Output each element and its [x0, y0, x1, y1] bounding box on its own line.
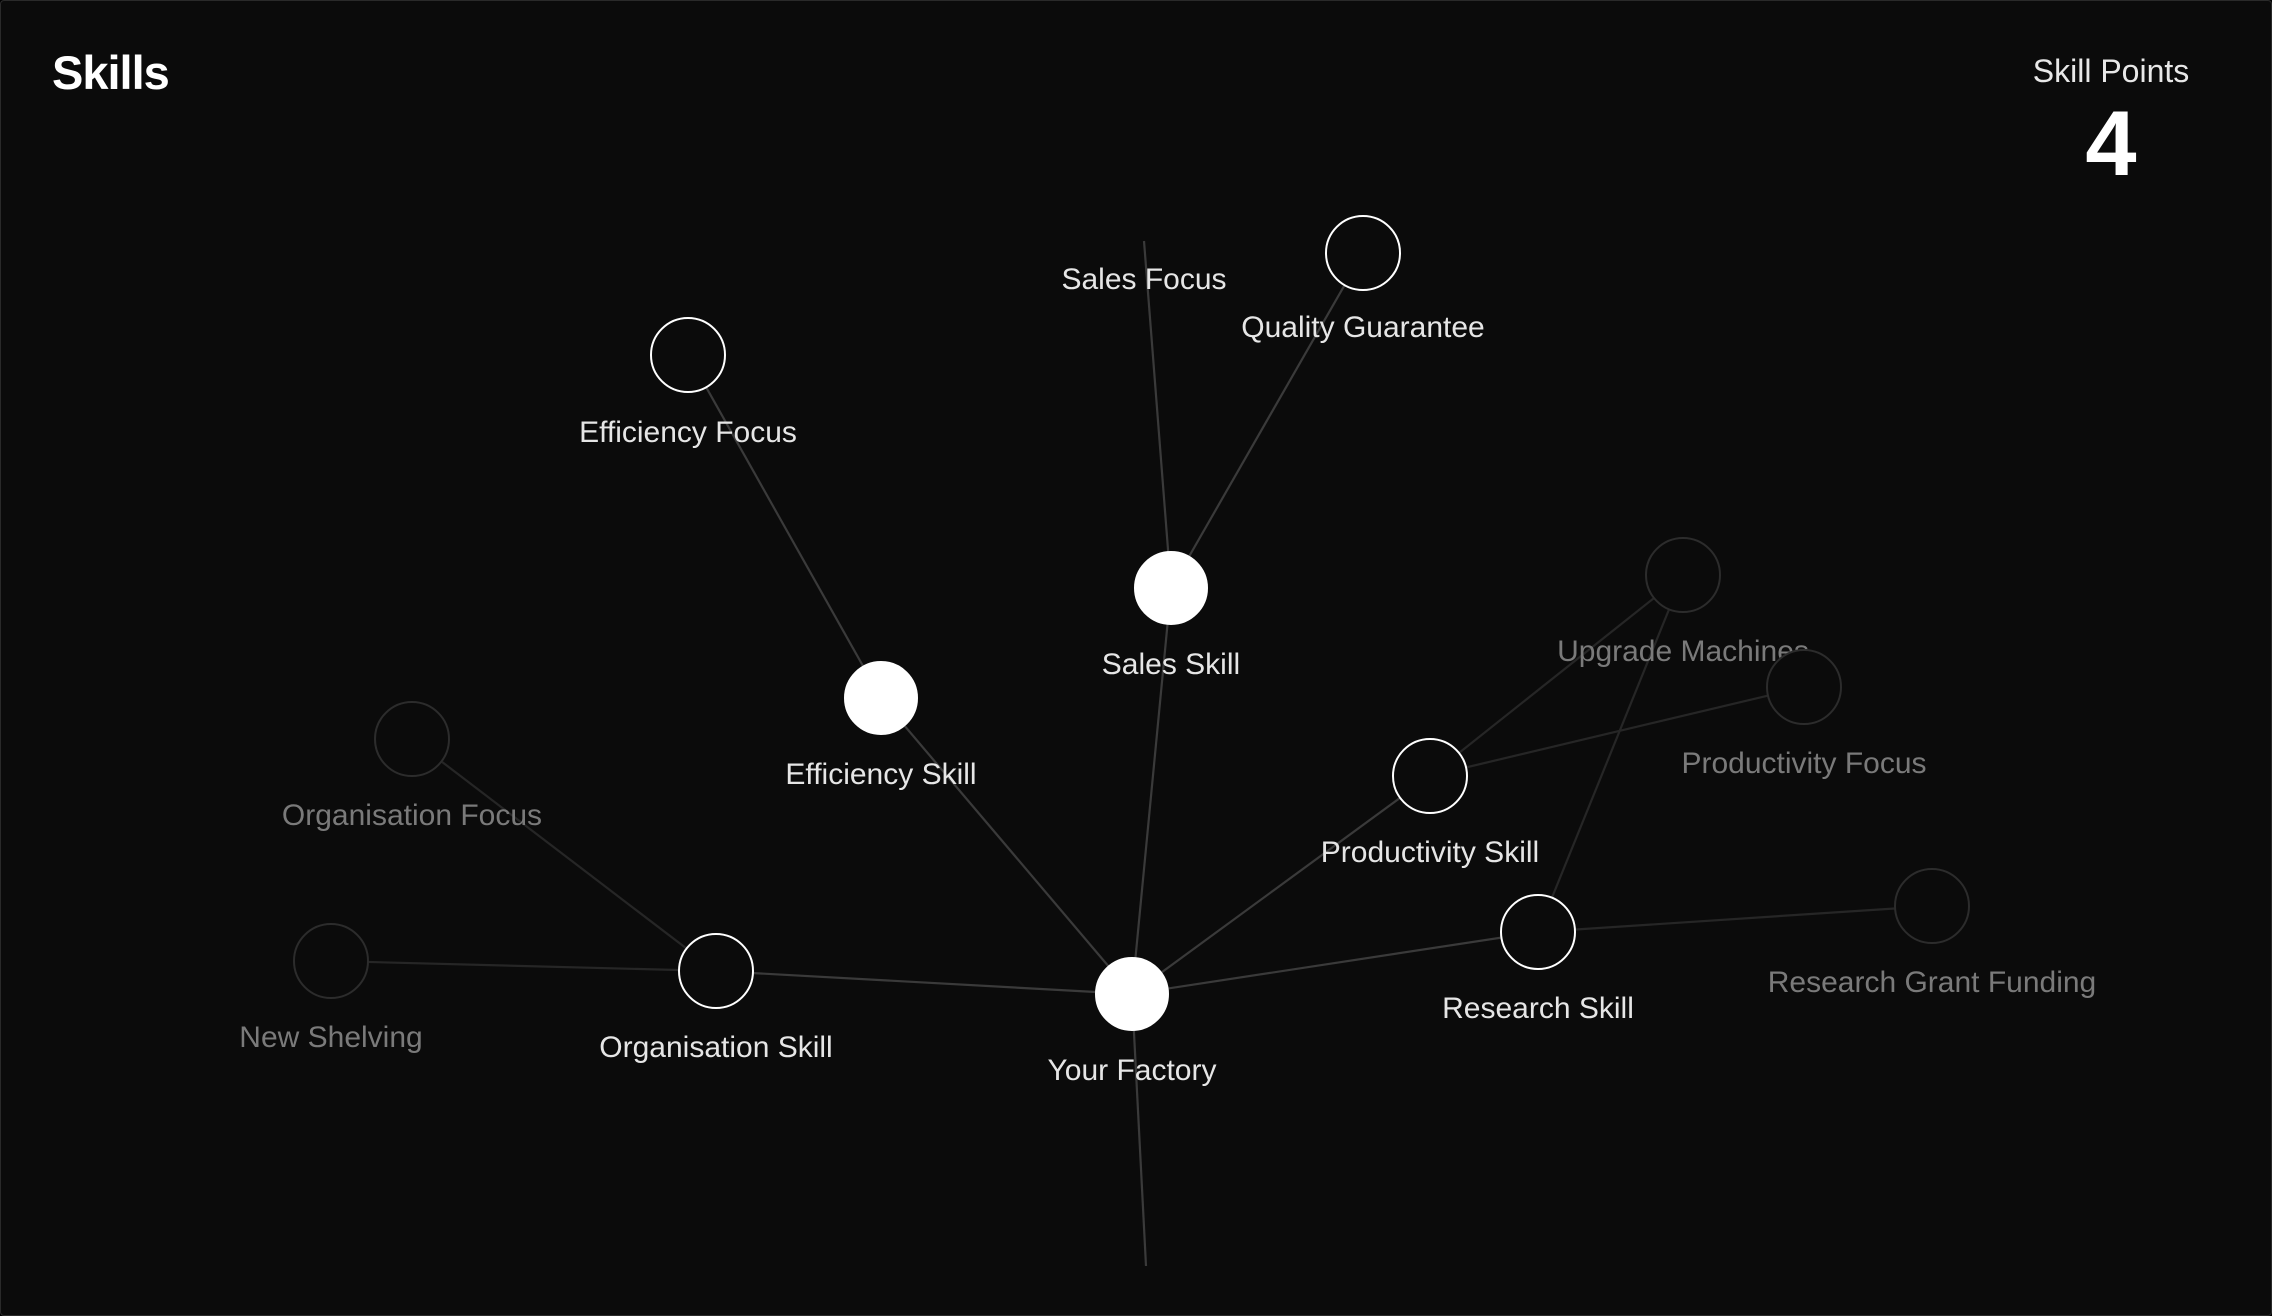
connection-research-skill-to-research-grant-funding: [1537, 904, 1933, 934]
skill-node-label: Sales Focus: [1061, 263, 1226, 296]
connection-your-factory-to-sales-skill: [1130, 587, 1173, 995]
skill-node-label: Research Grant Funding: [1768, 966, 2097, 999]
skill-node-sales-skill[interactable]: Sales Skill: [1102, 551, 1240, 681]
connection-your-factory-to-efficiency-skill: [880, 697, 1133, 995]
skill-points-label: Skill Points: [2032, 53, 2190, 89]
skill-node-circle[interactable]: [374, 701, 450, 777]
skill-node-label: Organisation Focus: [282, 799, 542, 832]
connection-your-factory-to-organisation-skill: [715, 969, 1133, 996]
skill-node-circle[interactable]: [1500, 894, 1576, 970]
skill-node-label: Efficiency Focus: [579, 416, 797, 449]
skill-node-efficiency-focus[interactable]: Efficiency Focus: [579, 317, 797, 449]
skill-node-upgrade-machines[interactable]: Upgrade Machines: [1557, 537, 1809, 668]
skill-node-circle[interactable]: [650, 317, 726, 393]
skill-node-label: Productivity Focus: [1681, 747, 1926, 780]
skill-node-sales-focus[interactable]: Sales Focus: [1061, 144, 1226, 296]
skill-points-panel: Skill Points 4: [2001, 53, 2221, 190]
skill-node-label: New Shelving: [239, 1021, 422, 1054]
skill-node-research-skill[interactable]: Research Skill: [1442, 894, 1634, 1025]
connection-productivity-skill-to-productivity-focus: [1429, 685, 1805, 778]
connection-efficiency-skill-to-efficiency-focus: [687, 354, 882, 699]
connection-organisation-skill-to-new-shelving: [330, 959, 717, 973]
connection-your-factory-to-research-skill: [1131, 930, 1539, 996]
skill-node-circle[interactable]: [1325, 215, 1401, 291]
skill-node-your-factory[interactable]: Your Factory: [1048, 957, 1217, 1087]
skill-node-new-shelving[interactable]: New Shelving: [239, 923, 423, 1054]
connection-sales-skill-to-sales-focus: [1142, 240, 1173, 589]
skill-node-organisation-skill[interactable]: Organisation Skill: [599, 933, 833, 1064]
skill-node-productivity-focus[interactable]: Productivity Focus: [1681, 649, 1927, 780]
skill-node-label: Efficiency Skill: [785, 758, 976, 791]
skill-node-label: Sales Skill: [1102, 648, 1240, 681]
connection-research-skill-to-upgrade-machines: [1536, 574, 1685, 933]
skill-node-circle[interactable]: [1894, 868, 1970, 944]
skill-node-efficiency-skill[interactable]: Efficiency Skill: [785, 661, 977, 791]
skill-node-circle[interactable]: [1095, 957, 1169, 1031]
skill-node-circle[interactable]: [1392, 738, 1468, 814]
skill-node-label: Organisation Skill: [599, 1031, 832, 1064]
skill-node-label: Quality Guarantee: [1241, 311, 1484, 344]
connection-sales-skill-to-quality-guarantee: [1170, 252, 1364, 589]
skill-node-productivity-skill[interactable]: Productivity Skill: [1321, 738, 1539, 869]
skill-node-circle[interactable]: [293, 923, 369, 999]
skill-tree-connections: [330, 240, 1933, 1267]
page-title: Skills: [52, 46, 170, 99]
skill-node-label: Productivity Skill: [1321, 836, 1539, 869]
skill-node-label: Your Factory: [1048, 1054, 1217, 1087]
skill-node-quality-guarantee[interactable]: Quality Guarantee: [1241, 215, 1485, 344]
skill-node-circle[interactable]: [844, 661, 918, 735]
skill-node-circle[interactable]: [1766, 649, 1842, 725]
skill-node-label: Research Skill: [1442, 992, 1634, 1025]
connection-your-factory-offscreen: [1130, 993, 1148, 1267]
skill-node-organisation-focus[interactable]: Organisation Focus: [282, 701, 542, 832]
skill-tree-nodes: Your Factory Efficiency Skill Efficiency F…: [239, 144, 2097, 1087]
skill-node-circle[interactable]: [678, 933, 754, 1009]
connection-your-factory-to-productivity-skill: [1131, 775, 1431, 995]
skill-node-research-grant-funding[interactable]: Research Grant Funding: [1768, 868, 2097, 999]
skill-node-label: Upgrade Machines: [1557, 635, 1809, 668]
skill-points-value: 4: [2085, 93, 2137, 195]
skill-node-circle[interactable]: [1134, 551, 1208, 625]
skill-node-circle[interactable]: [1107, 144, 1181, 218]
skill-node-circle[interactable]: [1645, 537, 1721, 613]
connection-organisation-skill-to-organisation-focus: [411, 738, 717, 972]
connection-productivity-skill-to-upgrade-machines: [1429, 574, 1684, 777]
